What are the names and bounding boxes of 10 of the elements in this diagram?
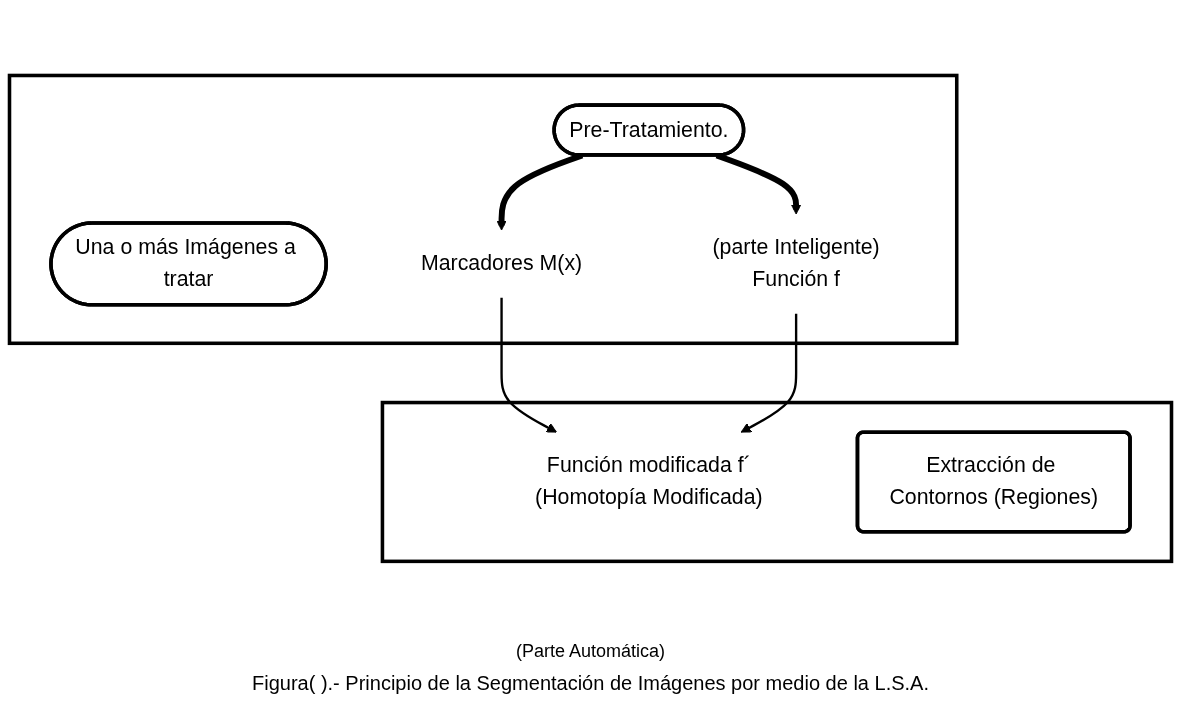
cluster (7, 73, 959, 346)
arrow (500, 297, 557, 433)
node-text: Función modificada f´ (Homotopía Modificada) (535, 453, 763, 510)
arrow (740, 313, 798, 433)
node-text: Función f (752, 267, 840, 292)
figure-caption: Figura( ).- Principio de la Segmentación de Imágenes por medio de la L.S.A. (252, 672, 929, 695)
note-text: (Parte Automática) (515, 641, 666, 661)
node-text: Marcadores M(x) (420, 251, 583, 276)
cluster (380, 400, 1174, 564)
node-label: (parte Inteligente) (712, 235, 880, 260)
